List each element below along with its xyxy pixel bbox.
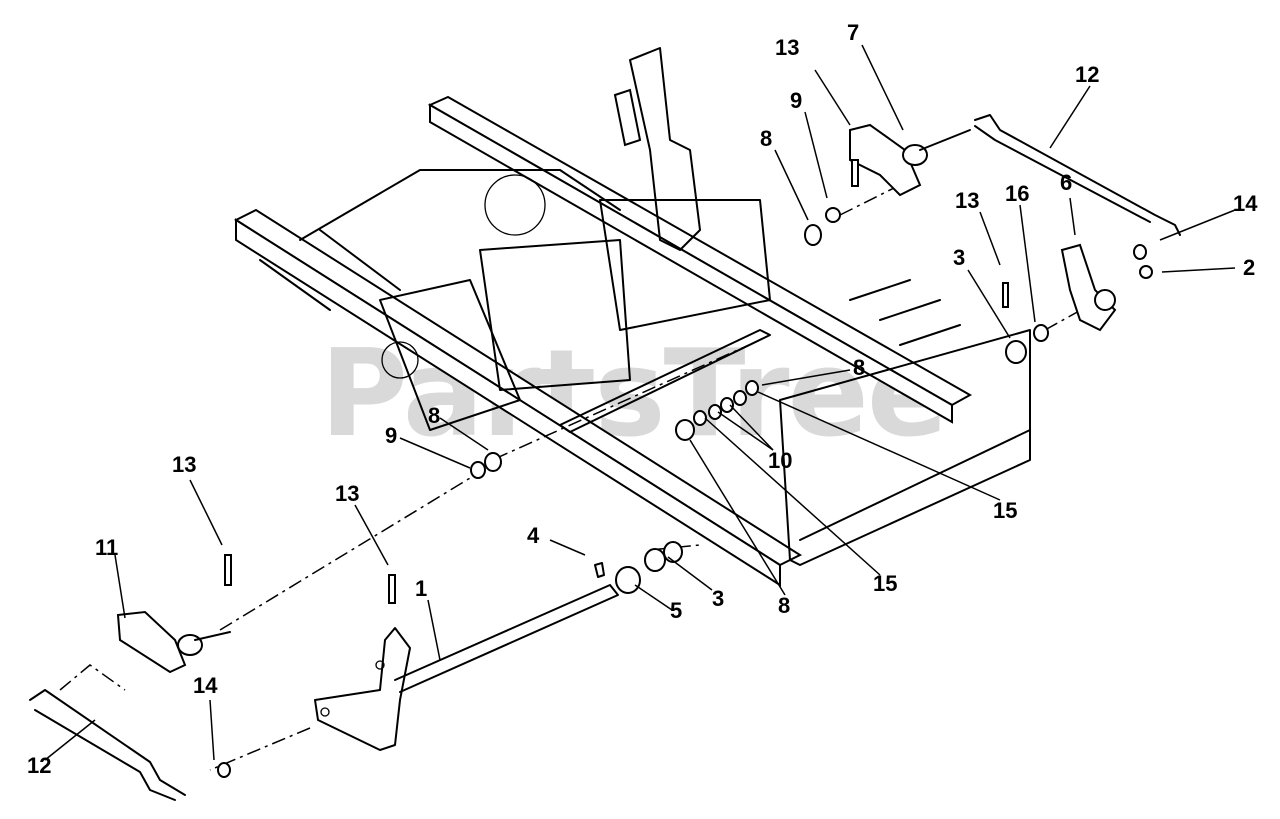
callout-13: 13 bbox=[955, 188, 980, 213]
callout-8: 8 bbox=[853, 355, 866, 380]
callout-2: 2 bbox=[1243, 255, 1256, 280]
callout-8: 8 bbox=[778, 593, 791, 618]
part-7-pivot-arm bbox=[849, 123, 971, 197]
callout-1: 1 bbox=[415, 576, 428, 601]
callout-13: 13 bbox=[775, 35, 800, 60]
callout-13: 13 bbox=[335, 481, 360, 506]
callout-6: 6 bbox=[1060, 170, 1073, 195]
callout-11: 11 bbox=[95, 535, 119, 560]
callout-12: 12 bbox=[27, 753, 52, 778]
callout-14: 14 bbox=[193, 673, 218, 698]
callout-15: 15 bbox=[993, 498, 1018, 523]
callout-10: 10 bbox=[768, 448, 793, 473]
callout-14: 14 bbox=[1233, 191, 1258, 216]
callout-4: 4 bbox=[527, 523, 540, 548]
callout-12: 12 bbox=[1075, 62, 1100, 87]
part-6-bracket bbox=[1060, 243, 1117, 332]
callout-9: 9 bbox=[790, 88, 803, 113]
part-1-lift-bracket bbox=[314, 584, 619, 751]
callout-8: 8 bbox=[760, 126, 773, 151]
callout-3: 3 bbox=[953, 245, 966, 270]
callout-5: 5 bbox=[670, 598, 683, 623]
hardware bbox=[217, 159, 1153, 778]
callout-3: 3 bbox=[712, 586, 725, 611]
part-12-rods bbox=[29, 114, 1181, 801]
callout-13: 13 bbox=[172, 452, 197, 477]
leader-lines bbox=[44, 44, 1236, 761]
callout-7: 7 bbox=[847, 20, 860, 45]
callout-8: 8 bbox=[428, 403, 441, 428]
part-11-pivot-arm bbox=[116, 610, 231, 674]
callout-9: 9 bbox=[385, 423, 398, 448]
callout-15: 15 bbox=[873, 571, 898, 596]
callout-16: 16 bbox=[1005, 181, 1030, 206]
frame-assembly bbox=[233, 47, 1031, 587]
